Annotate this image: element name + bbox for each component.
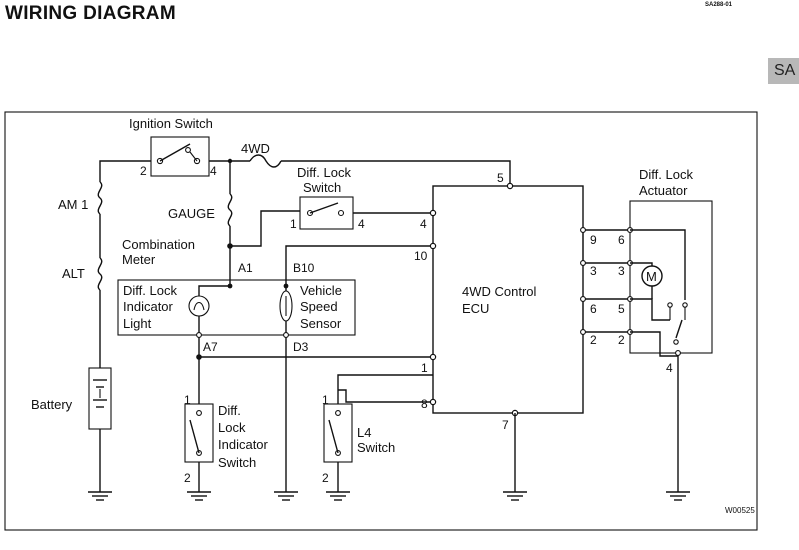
pin-act-2: 2 <box>618 333 625 347</box>
pin-dlis-1: 1 <box>184 393 191 407</box>
pin-ecu-3: 3 <box>590 264 597 278</box>
4wd-control-ecu <box>432 185 584 414</box>
actuator-ground <box>666 491 690 501</box>
diff-lock-switch-label-1: Diff. Lock <box>297 165 351 180</box>
alt-fuse <box>97 257 103 291</box>
pin-ecu-10: 10 <box>414 249 428 263</box>
diff-lock-switch <box>299 196 354 230</box>
pin-act-6: 6 <box>618 233 625 247</box>
pin-ign-4: 4 <box>210 164 217 178</box>
pin-ecu-7: 7 <box>502 418 509 432</box>
pin-ecu-9: 9 <box>590 233 597 247</box>
pin-dls-1: 1 <box>290 217 297 231</box>
combination-meter-label-1: Combination <box>122 237 195 252</box>
4wd-fuse-label: 4WD <box>241 141 270 156</box>
pin-act-5: 5 <box>618 302 625 316</box>
actuator-motor: M <box>630 229 688 357</box>
gauge-fuse-label: GAUGE <box>168 206 215 221</box>
pin-meter-d3: D3 <box>293 340 309 354</box>
pin-ecu-2: 2 <box>590 333 597 347</box>
ignition-switch-label: Ignition Switch <box>129 116 213 131</box>
pin-ecu-5: 5 <box>497 171 504 185</box>
alt-fuse-label: ALT <box>62 266 85 281</box>
pin-meter-a7: A7 <box>203 340 218 354</box>
page-title: WIRING DIAGRAM <box>5 3 176 24</box>
indicator-switch-ground <box>187 491 211 501</box>
diff-lock-actuator <box>629 200 713 354</box>
pin-dlis-2: 2 <box>184 471 191 485</box>
pin-ecu-4: 4 <box>420 217 427 231</box>
l4-switch-label-2: Switch <box>357 440 395 455</box>
diff-lock-switch-label-2: Switch <box>303 180 341 195</box>
motor-label: M <box>646 269 657 284</box>
l4-switch-label-1: L4 <box>357 425 371 440</box>
battery-label: Battery <box>31 397 73 412</box>
pin-ecu-6: 6 <box>590 302 597 316</box>
l4-switch-ground <box>326 491 350 501</box>
actuator-label-2: Actuator <box>639 183 688 198</box>
ecu-label-1: 4WD Control <box>462 284 537 299</box>
speed-sensor-symbol <box>279 290 293 322</box>
pin-meter-a1: A1 <box>238 261 253 275</box>
speed-sensor-label-3: Sensor <box>300 316 342 331</box>
speed-sensor-ground <box>274 491 298 501</box>
ignition-switch <box>150 136 210 177</box>
l4-switch <box>323 403 353 463</box>
diff-lock-indicator-switch <box>184 403 214 463</box>
4wd-fuse <box>249 154 282 168</box>
am1-fuse-label: AM 1 <box>58 197 88 212</box>
page-code: SA288-01 <box>705 2 733 8</box>
ecu-label-2: ECU <box>462 301 489 316</box>
battery-ground <box>88 491 112 501</box>
combination-meter-label-2: Meter <box>122 252 156 267</box>
actuator-label-1: Diff. Lock <box>639 167 693 182</box>
pin-ecu-8: 8 <box>421 397 428 411</box>
pin-l4-1: 1 <box>322 393 329 407</box>
pin-ecu-1: 1 <box>421 361 428 375</box>
indicator-switch-label-1: Diff. <box>218 403 241 418</box>
pin-dls-4: 4 <box>358 217 365 231</box>
indicator-switch-label-2: Lock <box>218 420 246 435</box>
speed-sensor-label-2: Speed <box>300 299 338 314</box>
indicator-switch-label-3: Indicator <box>218 437 269 452</box>
indicator-switch-label-4: Switch <box>218 455 256 470</box>
gauge-fuse <box>227 193 233 227</box>
pin-meter-b10: B10 <box>293 261 315 275</box>
diagram-frame <box>4 111 758 531</box>
indicator-light-label-3: Light <box>123 316 152 331</box>
section-tab[interactable]: SA <box>768 58 799 84</box>
pin-act-3: 3 <box>618 264 625 278</box>
indicator-light-label-1: Diff. Lock <box>123 283 177 298</box>
am1-fuse <box>97 181 103 215</box>
speed-sensor-label-1: Vehicle <box>300 283 342 298</box>
indicator-light-label-2: Indicator <box>123 299 174 314</box>
figure-code: W00525 <box>725 506 755 515</box>
combination-meter <box>117 279 356 336</box>
pin-act-4: 4 <box>666 361 673 375</box>
pin-l4-2: 2 <box>322 471 329 485</box>
battery <box>88 367 112 430</box>
ecu-ground <box>503 491 527 501</box>
pin-ign-2: 2 <box>140 164 147 178</box>
